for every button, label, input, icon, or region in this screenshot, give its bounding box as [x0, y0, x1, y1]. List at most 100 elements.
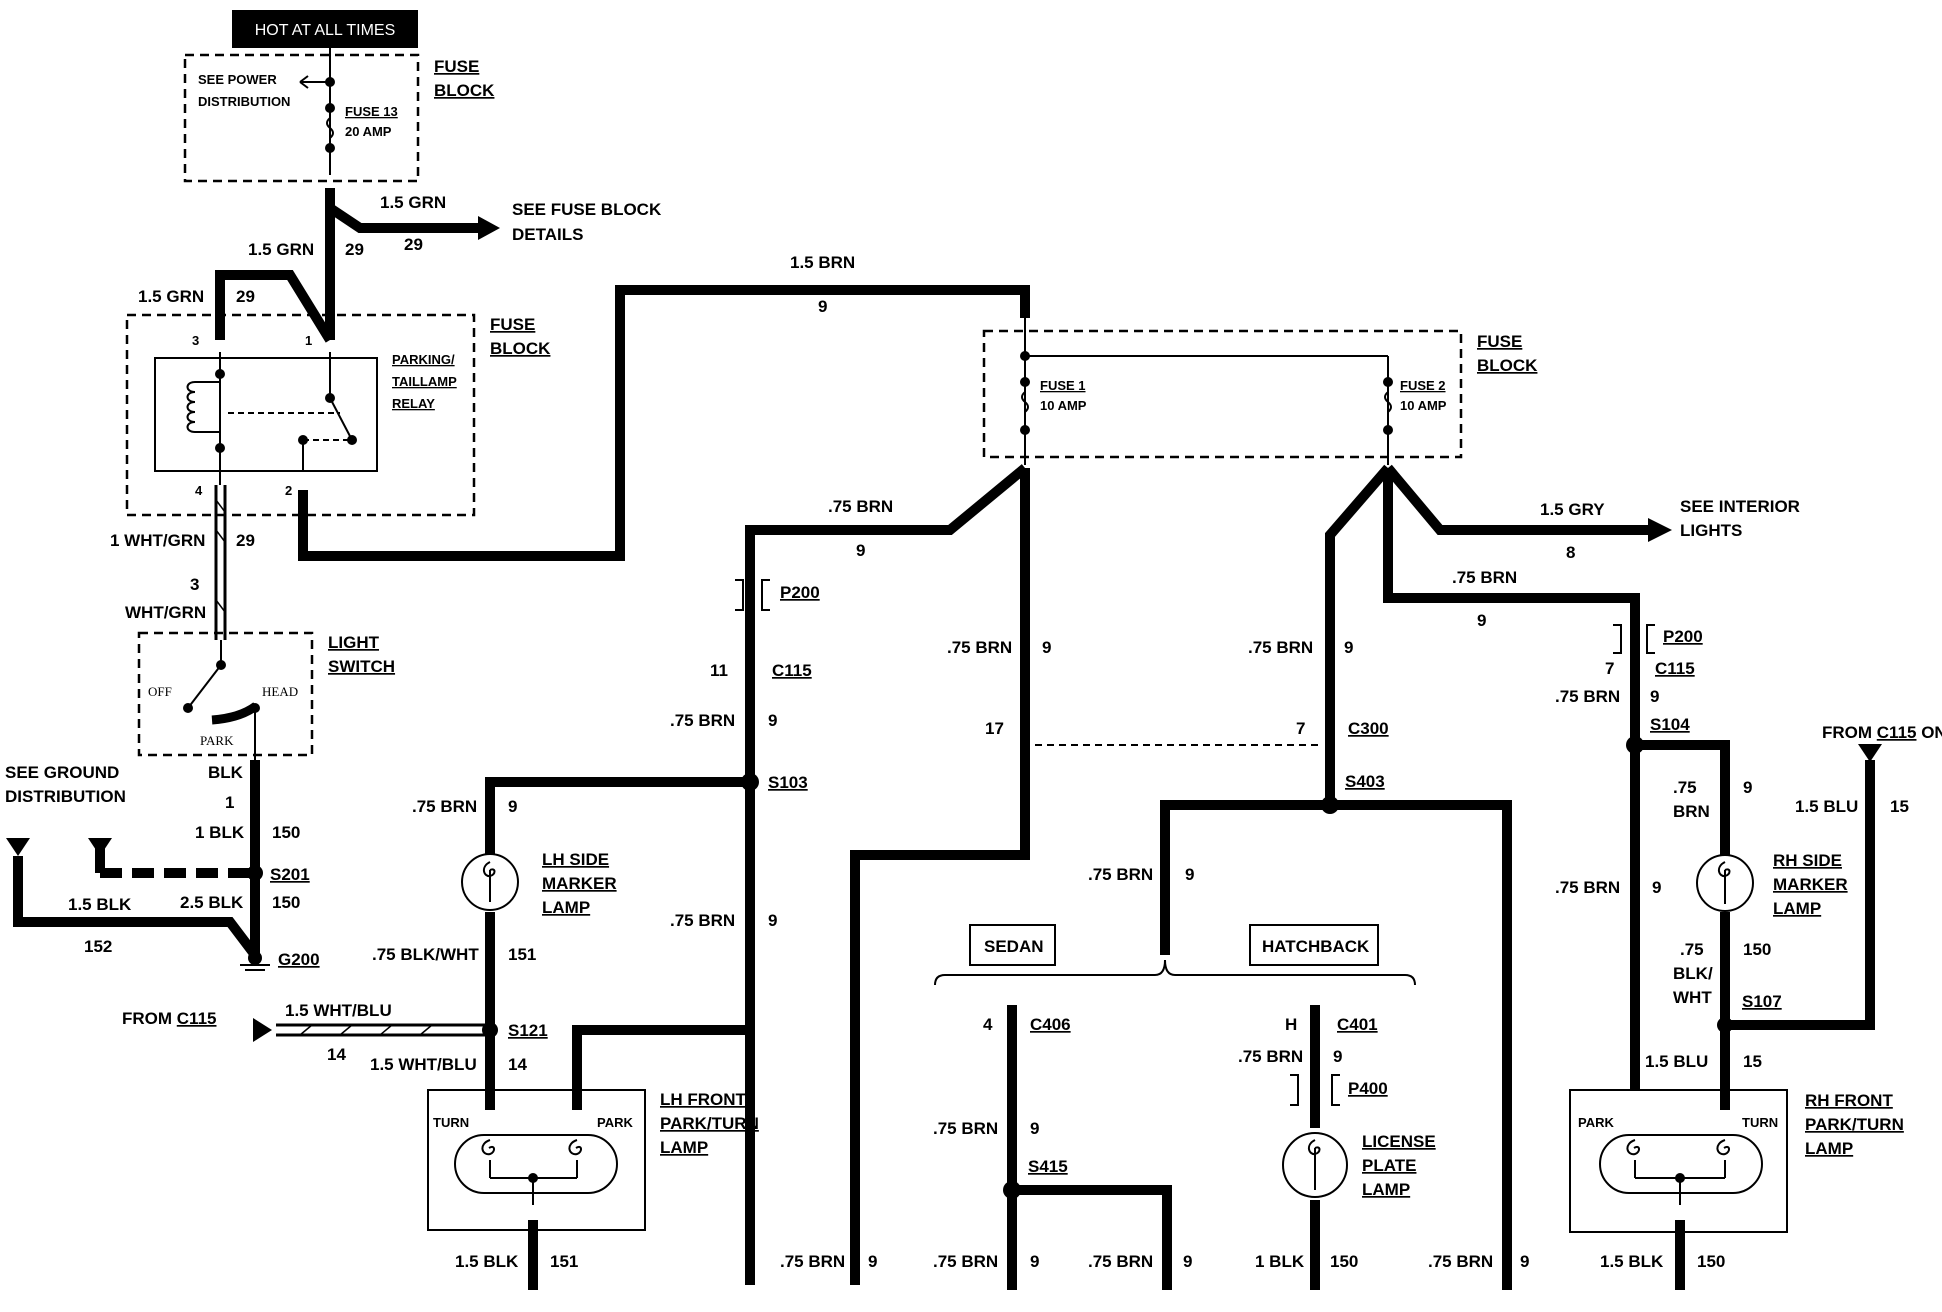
svg-text:SEE POWER: SEE POWER — [198, 72, 277, 87]
svg-text:BLOCK: BLOCK — [490, 339, 551, 358]
ground-g200-icon — [240, 951, 270, 971]
svg-text:29: 29 — [345, 240, 364, 259]
svg-text:.75 BRN: .75 BRN — [1555, 687, 1620, 706]
svg-text:1.5 GRN: 1.5 GRN — [380, 193, 446, 212]
svg-text:S107: S107 — [1742, 992, 1782, 1011]
relay-coil-icon — [186, 381, 220, 433]
svg-text:9: 9 — [1743, 778, 1752, 797]
svg-text:.75 BRN: .75 BRN — [780, 1252, 845, 1271]
svg-text:29: 29 — [236, 531, 255, 550]
svg-text:1.5 BRN: 1.5 BRN — [790, 253, 855, 272]
svg-text:3: 3 — [192, 333, 199, 348]
svg-text:.75 BRN: .75 BRN — [933, 1119, 998, 1138]
svg-text:G200: G200 — [278, 950, 320, 969]
svg-text:WHT/GRN: WHT/GRN — [125, 603, 206, 622]
svg-text:SEE INTERIOR: SEE INTERIOR — [1680, 497, 1800, 516]
svg-text:RH FRONT: RH FRONT — [1805, 1091, 1893, 1110]
svg-text:FUSE 2: FUSE 2 — [1400, 378, 1446, 393]
svg-text:.75 BRN: .75 BRN — [933, 1252, 998, 1271]
fuse-2-symbol — [1384, 391, 1392, 413]
svg-text:SEE GROUND: SEE GROUND — [5, 763, 119, 782]
svg-text:9: 9 — [1042, 638, 1051, 657]
svg-text:WHT: WHT — [1673, 988, 1712, 1007]
svg-text:LH FRONT: LH FRONT — [660, 1090, 747, 1109]
svg-text:.75 BRN: .75 BRN — [1238, 1047, 1303, 1066]
lh-side-marker-lamp: LH SIDE MARKER LAMP — [461, 850, 617, 917]
wht-grn-wire — [214, 485, 227, 640]
svg-text:151: 151 — [550, 1252, 578, 1271]
rh-front-park-turn-lamp: PARK TURN RH FRONT PARK/TURN LAMP — [1569, 1089, 1904, 1233]
svg-text:3: 3 — [190, 575, 199, 594]
svg-text:MARKER: MARKER — [542, 874, 617, 893]
svg-text:9: 9 — [1477, 611, 1486, 630]
svg-text:HEAD: HEAD — [262, 684, 298, 699]
svg-text:9: 9 — [818, 297, 827, 316]
svg-text:RH SIDE: RH SIDE — [1773, 851, 1842, 870]
svg-text:FROM C115: FROM C115 — [122, 1009, 216, 1028]
svg-text:.75 BRN: .75 BRN — [828, 497, 893, 516]
svg-text:1.5 BLU: 1.5 BLU — [1795, 797, 1858, 816]
svg-text:LAMP: LAMP — [542, 898, 590, 917]
svg-text:DETAILS: DETAILS — [512, 225, 583, 244]
svg-text:14: 14 — [508, 1055, 527, 1074]
svg-text:S103: S103 — [768, 773, 808, 792]
svg-text:PARK/TURN: PARK/TURN — [1805, 1115, 1904, 1134]
svg-text:HATCHBACK: HATCHBACK — [1262, 937, 1370, 956]
svg-text:9: 9 — [1344, 638, 1353, 657]
license-plate-lamp: LICENSE PLATE LAMP — [1282, 1132, 1436, 1199]
svg-text:15: 15 — [1743, 1052, 1762, 1071]
svg-text:.75 BRN: .75 BRN — [1555, 878, 1620, 897]
svg-text:PARK/TURN: PARK/TURN — [660, 1114, 759, 1133]
svg-text:PARKING/: PARKING/ — [392, 352, 455, 367]
svg-text:FUSE 13: FUSE 13 — [345, 104, 398, 119]
svg-text:PLATE: PLATE — [1362, 1156, 1416, 1175]
svg-text:BLOCK: BLOCK — [1477, 356, 1538, 375]
svg-text:LIGHTS: LIGHTS — [1680, 521, 1742, 540]
svg-text:150: 150 — [1697, 1252, 1725, 1271]
svg-text:1: 1 — [225, 793, 234, 812]
center-fuse-block: FUSE BLOCK FUSE 1 10 AMP FUSE 2 10 AMP — [982, 318, 1538, 465]
svg-text:1.5 BLK: 1.5 BLK — [455, 1252, 519, 1271]
svg-text:9: 9 — [508, 797, 517, 816]
svg-text:2.5 BLK: 2.5 BLK — [180, 893, 244, 912]
svg-text:C401: C401 — [1337, 1015, 1378, 1034]
svg-text:14: 14 — [327, 1045, 346, 1064]
svg-text:S121: S121 — [508, 1021, 548, 1040]
hatchback-label-box: HATCHBACK — [1249, 924, 1379, 966]
svg-text:9: 9 — [1185, 865, 1194, 884]
svg-text:FUSE: FUSE — [1477, 332, 1522, 351]
svg-text:1.5 GRY: 1.5 GRY — [1540, 500, 1605, 519]
svg-text:1.5 BLU: 1.5 BLU — [1645, 1052, 1708, 1071]
svg-text:SEE FUSE BLOCK: SEE FUSE BLOCK — [512, 200, 662, 219]
svg-text:H: H — [1285, 1015, 1297, 1034]
svg-text:LAMP: LAMP — [1805, 1139, 1853, 1158]
fuse-13-symbol — [326, 117, 334, 139]
svg-text:150: 150 — [272, 823, 300, 842]
svg-text:8: 8 — [1566, 543, 1575, 562]
svg-text:152: 152 — [84, 937, 112, 956]
svg-text:FROM C115 ON: FROM C115 ON — [1822, 723, 1942, 742]
svg-text:TURN: TURN — [433, 1115, 469, 1130]
svg-text:OFF: OFF — [148, 684, 172, 699]
svg-text:C406: C406 — [1030, 1015, 1071, 1034]
svg-text:TAILLAMP: TAILLAMP — [392, 374, 457, 389]
svg-text:LH SIDE: LH SIDE — [542, 850, 609, 869]
svg-text:BRN: BRN — [1673, 802, 1710, 821]
svg-text:FUSE: FUSE — [490, 315, 535, 334]
svg-text:P400: P400 — [1348, 1079, 1388, 1098]
svg-text:1.5 BLK: 1.5 BLK — [1600, 1252, 1664, 1271]
svg-text:.75 BRN: .75 BRN — [1452, 568, 1517, 587]
svg-text:20 AMP: 20 AMP — [345, 124, 392, 139]
svg-text:1: 1 — [305, 333, 312, 348]
svg-text:C115: C115 — [1655, 659, 1695, 678]
svg-text:9: 9 — [856, 541, 865, 560]
svg-text:PARK: PARK — [1578, 1115, 1614, 1130]
top-fuse-block: FUSE BLOCK SEE POWER DISTRIBUTION FUSE 1… — [183, 48, 495, 183]
svg-text:S403: S403 — [1345, 772, 1385, 791]
svg-text:150: 150 — [1743, 940, 1771, 959]
svg-text:29: 29 — [404, 235, 423, 254]
rh-side-marker-lamp: RH SIDE MARKER LAMP — [1696, 851, 1848, 918]
svg-text:10 AMP: 10 AMP — [1400, 398, 1447, 413]
svg-text:1 BLK: 1 BLK — [1255, 1252, 1305, 1271]
svg-text:S201: S201 — [270, 865, 310, 884]
